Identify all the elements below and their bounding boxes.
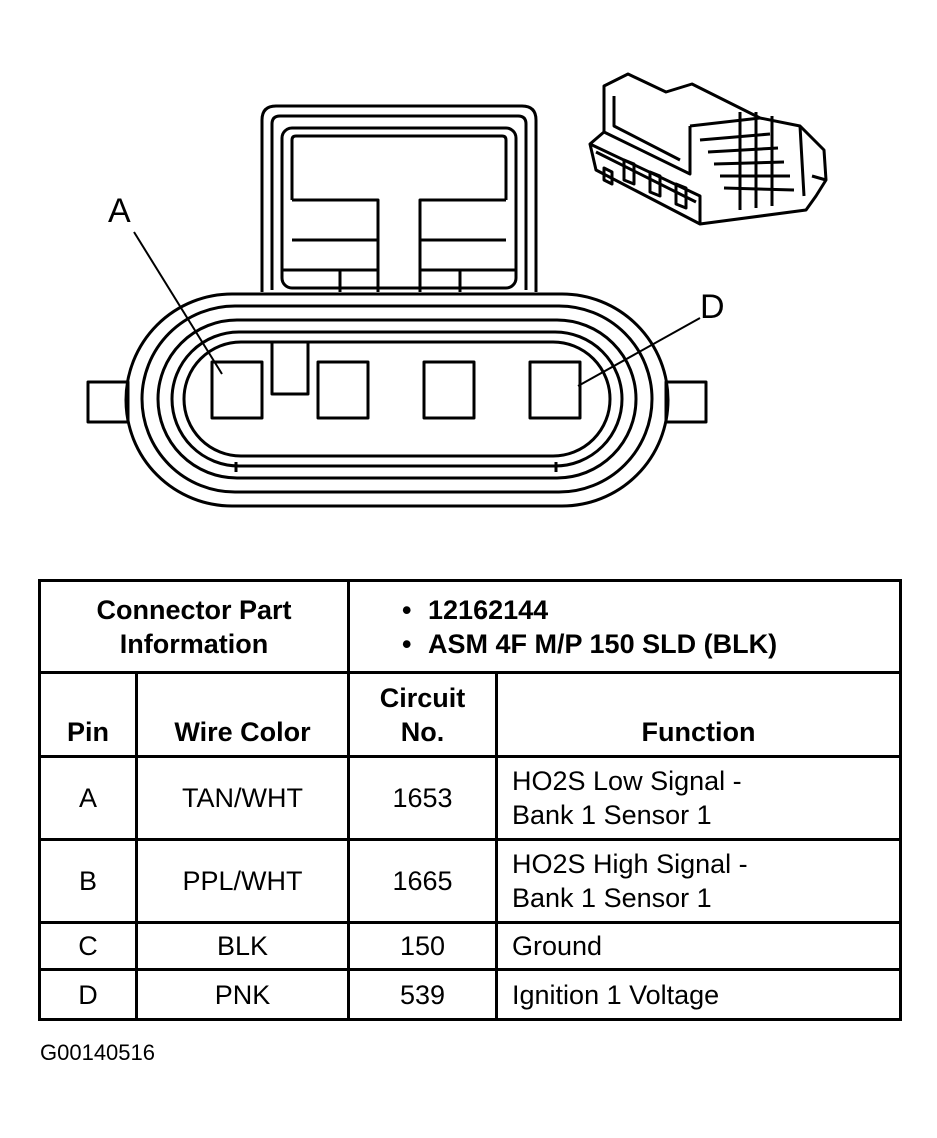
wire-color-cell: BLK [134, 921, 351, 971]
column-header-row: Pin Wire Color Circuit No. Function [38, 671, 903, 758]
right-ear [664, 380, 708, 424]
left-ear [86, 380, 130, 424]
key-tab [270, 340, 310, 396]
cavity-a [210, 360, 264, 420]
pin-cell: A [38, 755, 138, 841]
pin-label-d: D [700, 288, 725, 326]
figure-id: G00140516 [40, 1040, 155, 1065]
col-function: Function [495, 671, 903, 758]
circuit-cell: 539 [347, 968, 499, 1021]
wire-color-cell: TAN/WHT [134, 755, 351, 841]
leader-a [133, 231, 223, 375]
part-number-line: •12162144 [402, 594, 549, 625]
table-row: D PNK 539 Ignition 1 Voltage [38, 968, 903, 1021]
part-info-values: •12162144 •ASM 4F M/P 150 SLD (BLK) [347, 579, 903, 674]
pin-cell: D [38, 968, 138, 1021]
part-description-line: •ASM 4F M/P 150 SLD (BLK) [402, 628, 778, 659]
connector-iso-icon [588, 72, 828, 226]
connector-info-table: Connector Part Information •12162144 •AS… [37, 579, 903, 1021]
wire-color-cell: PNK [134, 968, 351, 1021]
latch-housing [260, 104, 538, 292]
pin-label-a: A [108, 192, 131, 230]
table-row: C BLK 150 Ground [38, 921, 903, 971]
col-pin: Pin [38, 671, 138, 758]
wire-color-cell: PPL/WHT [134, 838, 351, 924]
col-circuit: Circuit No. [347, 671, 499, 758]
function-cell: HO2S High Signal - Bank 1 Sensor 1 [495, 838, 903, 924]
function-cell: Ground [495, 921, 903, 971]
part-info-row: Connector Part Information •12162144 •AS… [37, 579, 903, 674]
function-cell: HO2S Low Signal - Bank 1 Sensor 1 [495, 755, 903, 841]
function-cell: Ignition 1 Voltage [495, 968, 903, 1021]
circuit-cell: 150 [347, 921, 499, 971]
connector-diagram: A D [86, 72, 828, 508]
col-wire-color: Wire Color [134, 671, 351, 758]
part-info-header: Connector Part Information [37, 579, 351, 674]
cavity-b [316, 360, 370, 420]
pin-cell: B [38, 838, 138, 924]
pin-cell: C [38, 921, 138, 971]
connector-body-outer [124, 292, 670, 508]
leader-d [577, 317, 701, 387]
cavity-d [528, 360, 582, 420]
circuit-cell: 1665 [347, 838, 499, 924]
circuit-cell: 1653 [347, 755, 499, 841]
table-row: A TAN/WHT 1653 HO2S Low Signal - Bank 1 … [38, 755, 903, 841]
table-row: B PPL/WHT 1665 HO2S High Signal - Bank 1… [38, 838, 903, 924]
cavity-c [422, 360, 476, 420]
